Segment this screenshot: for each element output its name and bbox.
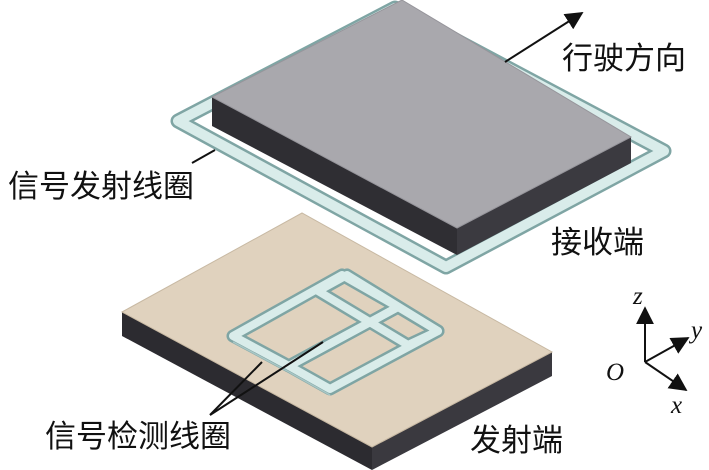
detection-coil-leader-2 [209, 341, 324, 416]
transmitter-plate-right [372, 352, 552, 470]
origin-label: O [606, 359, 624, 386]
x-axis-label: x [670, 392, 682, 419]
coordinate-axes: z y x O [606, 283, 703, 419]
direction-label: 行驶方向 [562, 41, 686, 77]
transmit-coil-leader [191, 149, 216, 164]
detection-coil-label: 信号检测线圈 [45, 419, 231, 455]
receiver-label: 接收端 [551, 225, 644, 261]
z-axis-label: z [632, 283, 643, 310]
y-axis [644, 337, 690, 363]
transmitter-label: 发射端 [470, 423, 563, 459]
x-axis [644, 361, 688, 392]
direction-arrow [504, 12, 584, 63]
receiver-plate-front [212, 97, 457, 255]
transmitter-plate-top [120, 212, 554, 448]
receiver-plate-right [457, 137, 631, 255]
receiver-plate-top [210, 0, 633, 229]
detection-coil-leader-1 [209, 361, 263, 416]
receiver-plate [210, 0, 633, 255]
detection-coils [226, 268, 445, 396]
transmit-coil-label: 信号发射线圈 [8, 169, 194, 205]
y-axis-label: y [688, 317, 703, 344]
